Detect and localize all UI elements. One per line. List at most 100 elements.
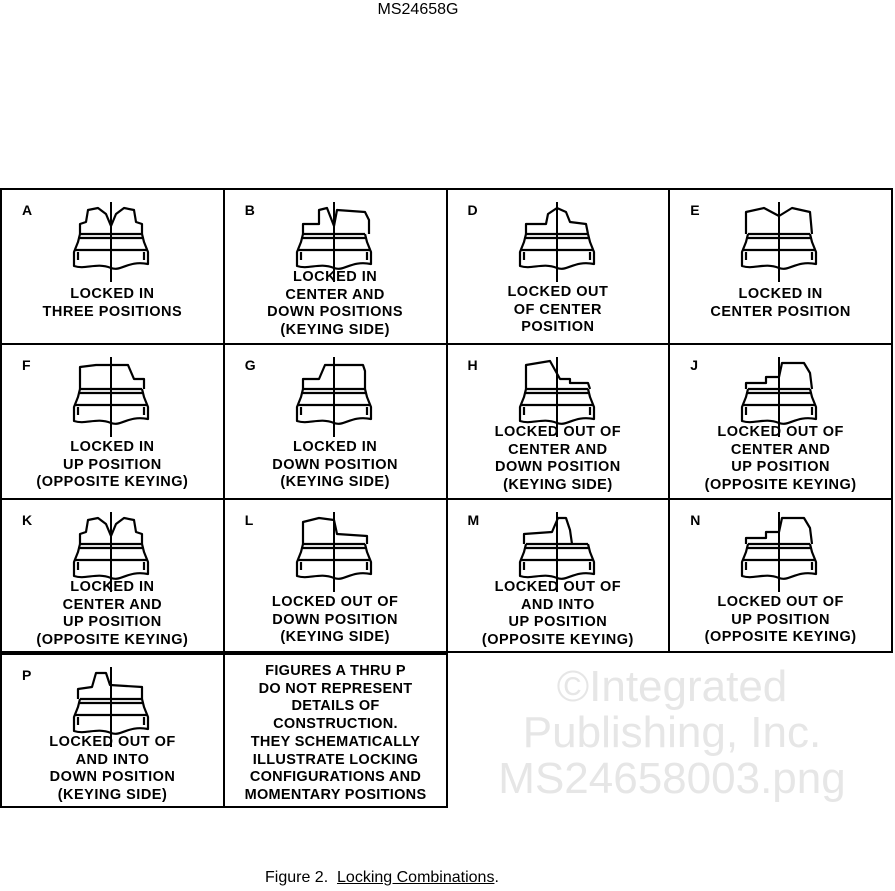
caption-line: LOCKED OUT — [507, 284, 609, 300]
caption-line: UP POSITION — [63, 614, 162, 630]
caption-line: LOCKED IN — [293, 439, 378, 455]
caption-line: LOCKED OUT OF — [271, 594, 399, 610]
figure-letter: G — [244, 357, 256, 373]
figure-letter: B — [244, 202, 255, 218]
caption-line: AND INTO — [520, 596, 595, 613]
figure-number: Figure 2. — [265, 869, 329, 886]
caption-line: LOCKED OUT OF — [717, 424, 844, 440]
caption-line: (OPPOSITE KEYING) — [481, 631, 634, 648]
caption-line: CENTER AND — [508, 441, 608, 458]
caption-line: (OPPOSITE KEYING) — [704, 629, 857, 645]
caption-line: (KEYING SIDE) — [57, 786, 168, 803]
caption-line: CENTER AND — [730, 441, 831, 458]
caption-line: OF CENTER — [513, 301, 603, 318]
figure-letter: A — [22, 202, 33, 218]
caption-line: (KEYING SIDE) — [280, 321, 390, 338]
figure-letter: E — [690, 202, 700, 218]
caption-line: (KEYING SIDE) — [280, 474, 390, 490]
figure-period: . — [494, 869, 499, 886]
switch-lever-icon — [734, 202, 826, 289]
caption-line: UP POSITION — [508, 614, 608, 630]
figure-letter: H — [467, 357, 478, 373]
figure-letter: L — [244, 512, 254, 528]
figure-caption: Figure 2. Locking Combinations. — [265, 869, 499, 887]
figure-letter: N — [690, 512, 701, 528]
switch-lever-icon — [289, 512, 381, 599]
caption-line: CENTER AND — [285, 286, 385, 303]
caption-line: CENTER AND — [62, 596, 163, 613]
caption-line: (KEYING SIDE) — [280, 629, 390, 645]
caption-line: (KEYING SIDE) — [503, 476, 613, 493]
caption-line: LOCKED IN — [70, 579, 155, 595]
caption-line: LOCKED IN — [70, 286, 155, 302]
caption-line: THREE POSITIONS — [42, 303, 183, 320]
caption-line: DOWN POSITION — [272, 611, 398, 628]
caption-line: CENTER POSITION — [710, 303, 851, 320]
switch-lever-icon — [512, 202, 604, 289]
figure-letter: P — [22, 667, 32, 683]
caption-line: (OPPOSITE KEYING) — [36, 474, 189, 490]
note-line: THEY SCHEMATICALLY — [250, 733, 421, 750]
note-line: CONFIGURATIONS AND — [249, 769, 422, 786]
caption-line: (OPPOSITE KEYING) — [704, 476, 857, 493]
switch-lever-icon — [66, 512, 158, 599]
switch-lever-icon — [512, 357, 604, 444]
note-line: FIGURES A THRU P — [265, 663, 406, 679]
note-line: CONSTRUCTION. — [273, 716, 398, 733]
caption-line: UP POSITION — [63, 456, 162, 473]
caption-line: DOWN POSITION — [272, 456, 398, 473]
switch-lever-icon — [289, 357, 381, 444]
caption-line: LOCKED OUT OF — [717, 594, 844, 610]
figure-letter: M — [467, 512, 480, 528]
figure-title: Locking Combinations — [337, 869, 495, 886]
switch-lever-icon — [66, 202, 158, 289]
switch-lever-icon — [66, 357, 158, 444]
switch-lever-icon — [734, 357, 826, 444]
switch-lever-icon — [289, 202, 381, 289]
caption-line: UP POSITION — [731, 459, 830, 475]
note-line: MOMENTARY POSITIONS — [244, 786, 427, 803]
note-line: DO NOT REPRESENT — [258, 680, 413, 697]
document-number: MS24658G — [377, 1, 459, 18]
figure-letter: F — [22, 357, 31, 373]
figure-letter: J — [690, 357, 699, 373]
caption-line: LOCKED OUT OF — [494, 579, 622, 595]
figure-letter: D — [467, 202, 478, 218]
note-line: DETAILS OF — [291, 698, 380, 715]
caption-line: DOWN POSITIONS — [267, 304, 404, 320]
caption-line: LOCKED OUT OF — [49, 734, 176, 750]
caption-line: LOCKED IN — [293, 269, 378, 285]
caption-line: LOCKED IN — [70, 439, 155, 455]
switch-lever-icon — [734, 512, 826, 599]
caption-line: (OPPOSITE KEYING) — [36, 631, 189, 648]
